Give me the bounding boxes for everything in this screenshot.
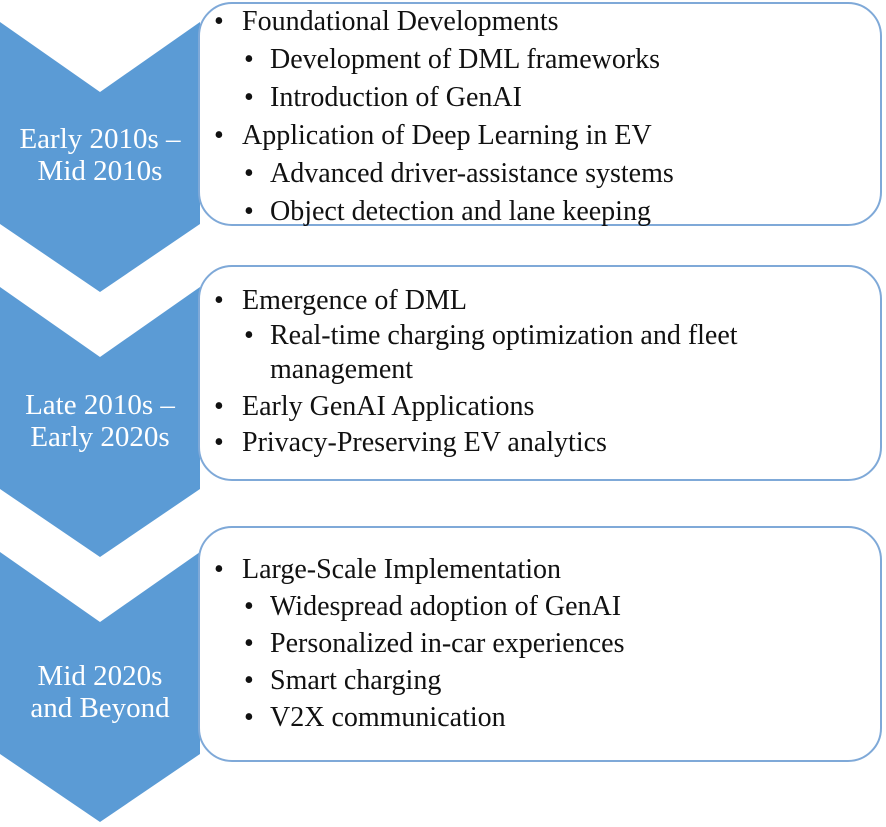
phase-1-label: Early 2010s – Mid 2010s: [19, 123, 181, 187]
list-item: • Large-Scale Implementation: [200, 553, 880, 587]
phase-1-box: • Foundational Developments • Developmen…: [198, 2, 882, 229]
list-item: • Application of Deep Learning in EV: [200, 119, 880, 153]
bullet-icon: •: [244, 702, 254, 733]
item-text: Smart charging: [270, 665, 442, 696]
item-text: Advanced driver-assistance systems: [270, 158, 674, 189]
phase-2-list: • Emergence of DML • Real-time charging …: [200, 267, 880, 460]
list-item: • Smart charging: [200, 664, 880, 698]
bullet-icon: •: [244, 82, 254, 113]
bullet-icon: •: [244, 591, 254, 622]
bullet-icon: •: [244, 320, 254, 351]
list-item: • Real-time charging optimization and fl…: [200, 319, 880, 387]
list-item: • Foundational Developments: [200, 5, 880, 39]
list-item: • Advanced driver-assistance systems: [200, 157, 880, 191]
item-text: Widespread adoption of GenAI: [270, 591, 622, 622]
list-item: • Early GenAI Applications: [200, 390, 880, 424]
phase-3-box: • Large-Scale Implementation • Widesprea…: [198, 526, 882, 762]
item-text: Emergence of DML: [242, 285, 467, 316]
item-text: Introduction of GenAI: [270, 82, 522, 113]
item-text: Privacy-Preserving EV analytics: [242, 427, 607, 458]
item-text: Real-time charging optimization and flee…: [270, 320, 738, 385]
item-text: Object detection and lane keeping: [270, 196, 651, 227]
bullet-icon: •: [244, 665, 254, 696]
item-text: V2X communication: [270, 702, 506, 733]
list-item: • Personalized in-car experiences: [200, 627, 880, 661]
bullet-icon: •: [244, 196, 254, 227]
bullet-icon: •: [214, 427, 224, 458]
phase-3-label: Mid 2020s and Beyond: [30, 660, 170, 724]
list-item: • Development of DML frameworks: [200, 43, 880, 77]
list-item: • Privacy-Preserving EV analytics: [200, 426, 880, 460]
phase-1-chevron: [0, 22, 200, 292]
list-item: • V2X communication: [200, 701, 880, 735]
bullet-icon: •: [214, 285, 224, 316]
item-text: Large-Scale Implementation: [242, 554, 562, 585]
phase-1-list: • Foundational Developments • Developmen…: [200, 4, 880, 229]
bullet-icon: •: [214, 120, 224, 151]
item-text: Personalized in-car experiences: [270, 628, 625, 659]
list-item: • Introduction of GenAI: [200, 81, 880, 115]
bullet-icon: •: [244, 628, 254, 659]
bullet-icon: •: [244, 44, 254, 75]
list-item: • Widespread adoption of GenAI: [200, 590, 880, 624]
phase-2-box: • Emergence of DML • Real-time charging …: [198, 265, 882, 481]
list-item: • Object detection and lane keeping: [200, 195, 880, 229]
phase-3-list: • Large-Scale Implementation • Widesprea…: [200, 528, 880, 735]
phase-3-chevron: [0, 552, 200, 822]
bullet-icon: •: [244, 158, 254, 189]
item-text: Development of DML frameworks: [270, 44, 661, 75]
list-item: • Emergence of DML: [200, 284, 880, 318]
item-text: Foundational Developments: [242, 6, 559, 37]
item-text: Application of Deep Learning in EV: [242, 120, 652, 151]
phase-2-chevron: [0, 287, 200, 557]
bullet-icon: •: [214, 554, 224, 585]
item-text: Early GenAI Applications: [242, 391, 535, 422]
bullet-icon: •: [214, 391, 224, 422]
phase-2-label: Late 2010s – Early 2020s: [25, 389, 175, 453]
bullet-icon: •: [214, 6, 224, 37]
